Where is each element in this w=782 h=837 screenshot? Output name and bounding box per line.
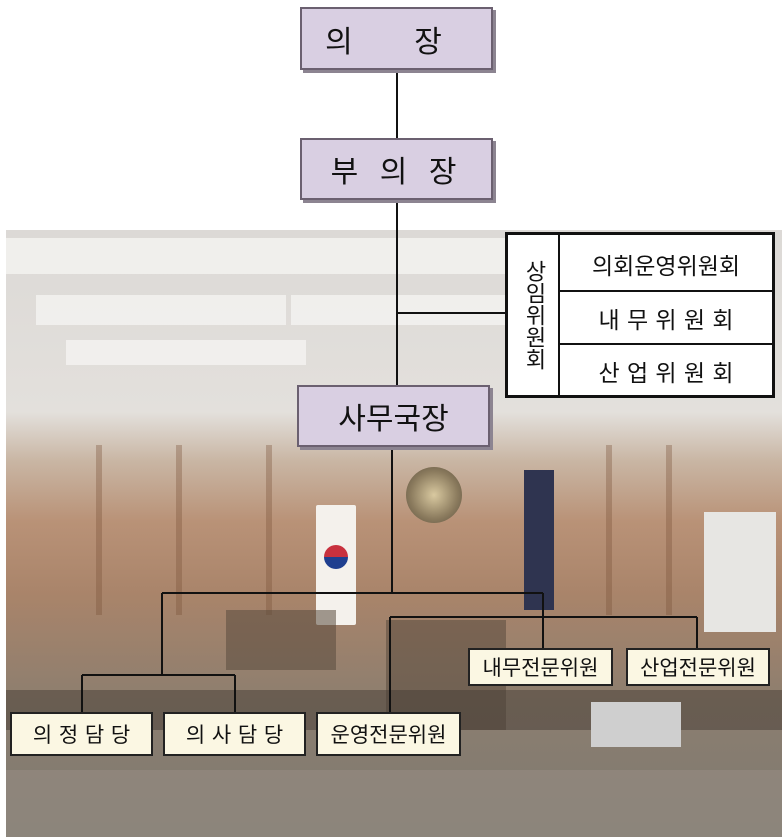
operations-specialist-box: 운영전문위원 bbox=[316, 712, 461, 756]
monitor bbox=[591, 702, 681, 747]
standing-committees-box: 상임위원회 의회운영위원회 내 무 위 원 회 산 업 위 원 회 bbox=[505, 232, 775, 398]
committee-name: 의회운영위원회 bbox=[591, 253, 741, 280]
chairman-label: 의 장 bbox=[325, 24, 468, 60]
air-conditioner bbox=[704, 512, 776, 632]
council-flag-icon bbox=[524, 470, 554, 610]
home-affairs-specialist-box: 내무전문위원 bbox=[468, 648, 613, 686]
ceiling-light-panel bbox=[291, 295, 506, 325]
committee-item: 내 무 위 원 회 bbox=[560, 290, 772, 343]
proceedings-unit-box: 의 정 담 당 bbox=[10, 712, 153, 756]
secretary-general-box: 사무국장 bbox=[297, 385, 490, 447]
affairs-unit-label: 의 사 담 당 bbox=[185, 723, 284, 747]
industry-specialist-label: 산업전문위원 bbox=[640, 656, 756, 680]
proceedings-unit-label: 의 정 담 당 bbox=[32, 723, 131, 747]
korean-flag-icon bbox=[316, 505, 356, 625]
ceiling-light-panel bbox=[6, 238, 236, 274]
industry-specialist-box: 산업전문위원 bbox=[626, 648, 770, 686]
ceiling-light-panel bbox=[236, 238, 506, 274]
wall-wood-stripe bbox=[96, 445, 102, 615]
home-affairs-specialist-label: 내무전문위원 bbox=[482, 656, 599, 680]
council-emblem-icon bbox=[406, 467, 462, 523]
vice-chairman-box: 부 의 장 bbox=[300, 138, 493, 200]
secretary-general-label: 사무국장 bbox=[338, 402, 449, 437]
committee-item: 산 업 위 원 회 bbox=[560, 343, 772, 396]
chairman-box: 의 장 bbox=[300, 7, 493, 70]
committee-name: 내 무 위 원 회 bbox=[598, 307, 734, 334]
wall-wood-stripe bbox=[176, 445, 182, 615]
standing-committees-label: 상임위원회 bbox=[508, 235, 560, 395]
ceiling-light-panel bbox=[66, 340, 306, 365]
wall-wood-stripe bbox=[266, 445, 272, 615]
wall-wood-stripe bbox=[606, 445, 612, 615]
wall-wood-stripe bbox=[666, 445, 672, 615]
committee-name: 산 업 위 원 회 bbox=[598, 360, 734, 387]
vice-chairman-label: 부 의 장 bbox=[330, 155, 463, 190]
affairs-unit-box: 의 사 담 당 bbox=[163, 712, 306, 756]
committee-item: 의회운영위원회 bbox=[560, 237, 772, 290]
podium bbox=[226, 610, 336, 670]
back-desk-row bbox=[6, 770, 782, 837]
operations-specialist-label: 운영전문위원 bbox=[330, 723, 447, 747]
ceiling-light-panel bbox=[36, 295, 286, 325]
